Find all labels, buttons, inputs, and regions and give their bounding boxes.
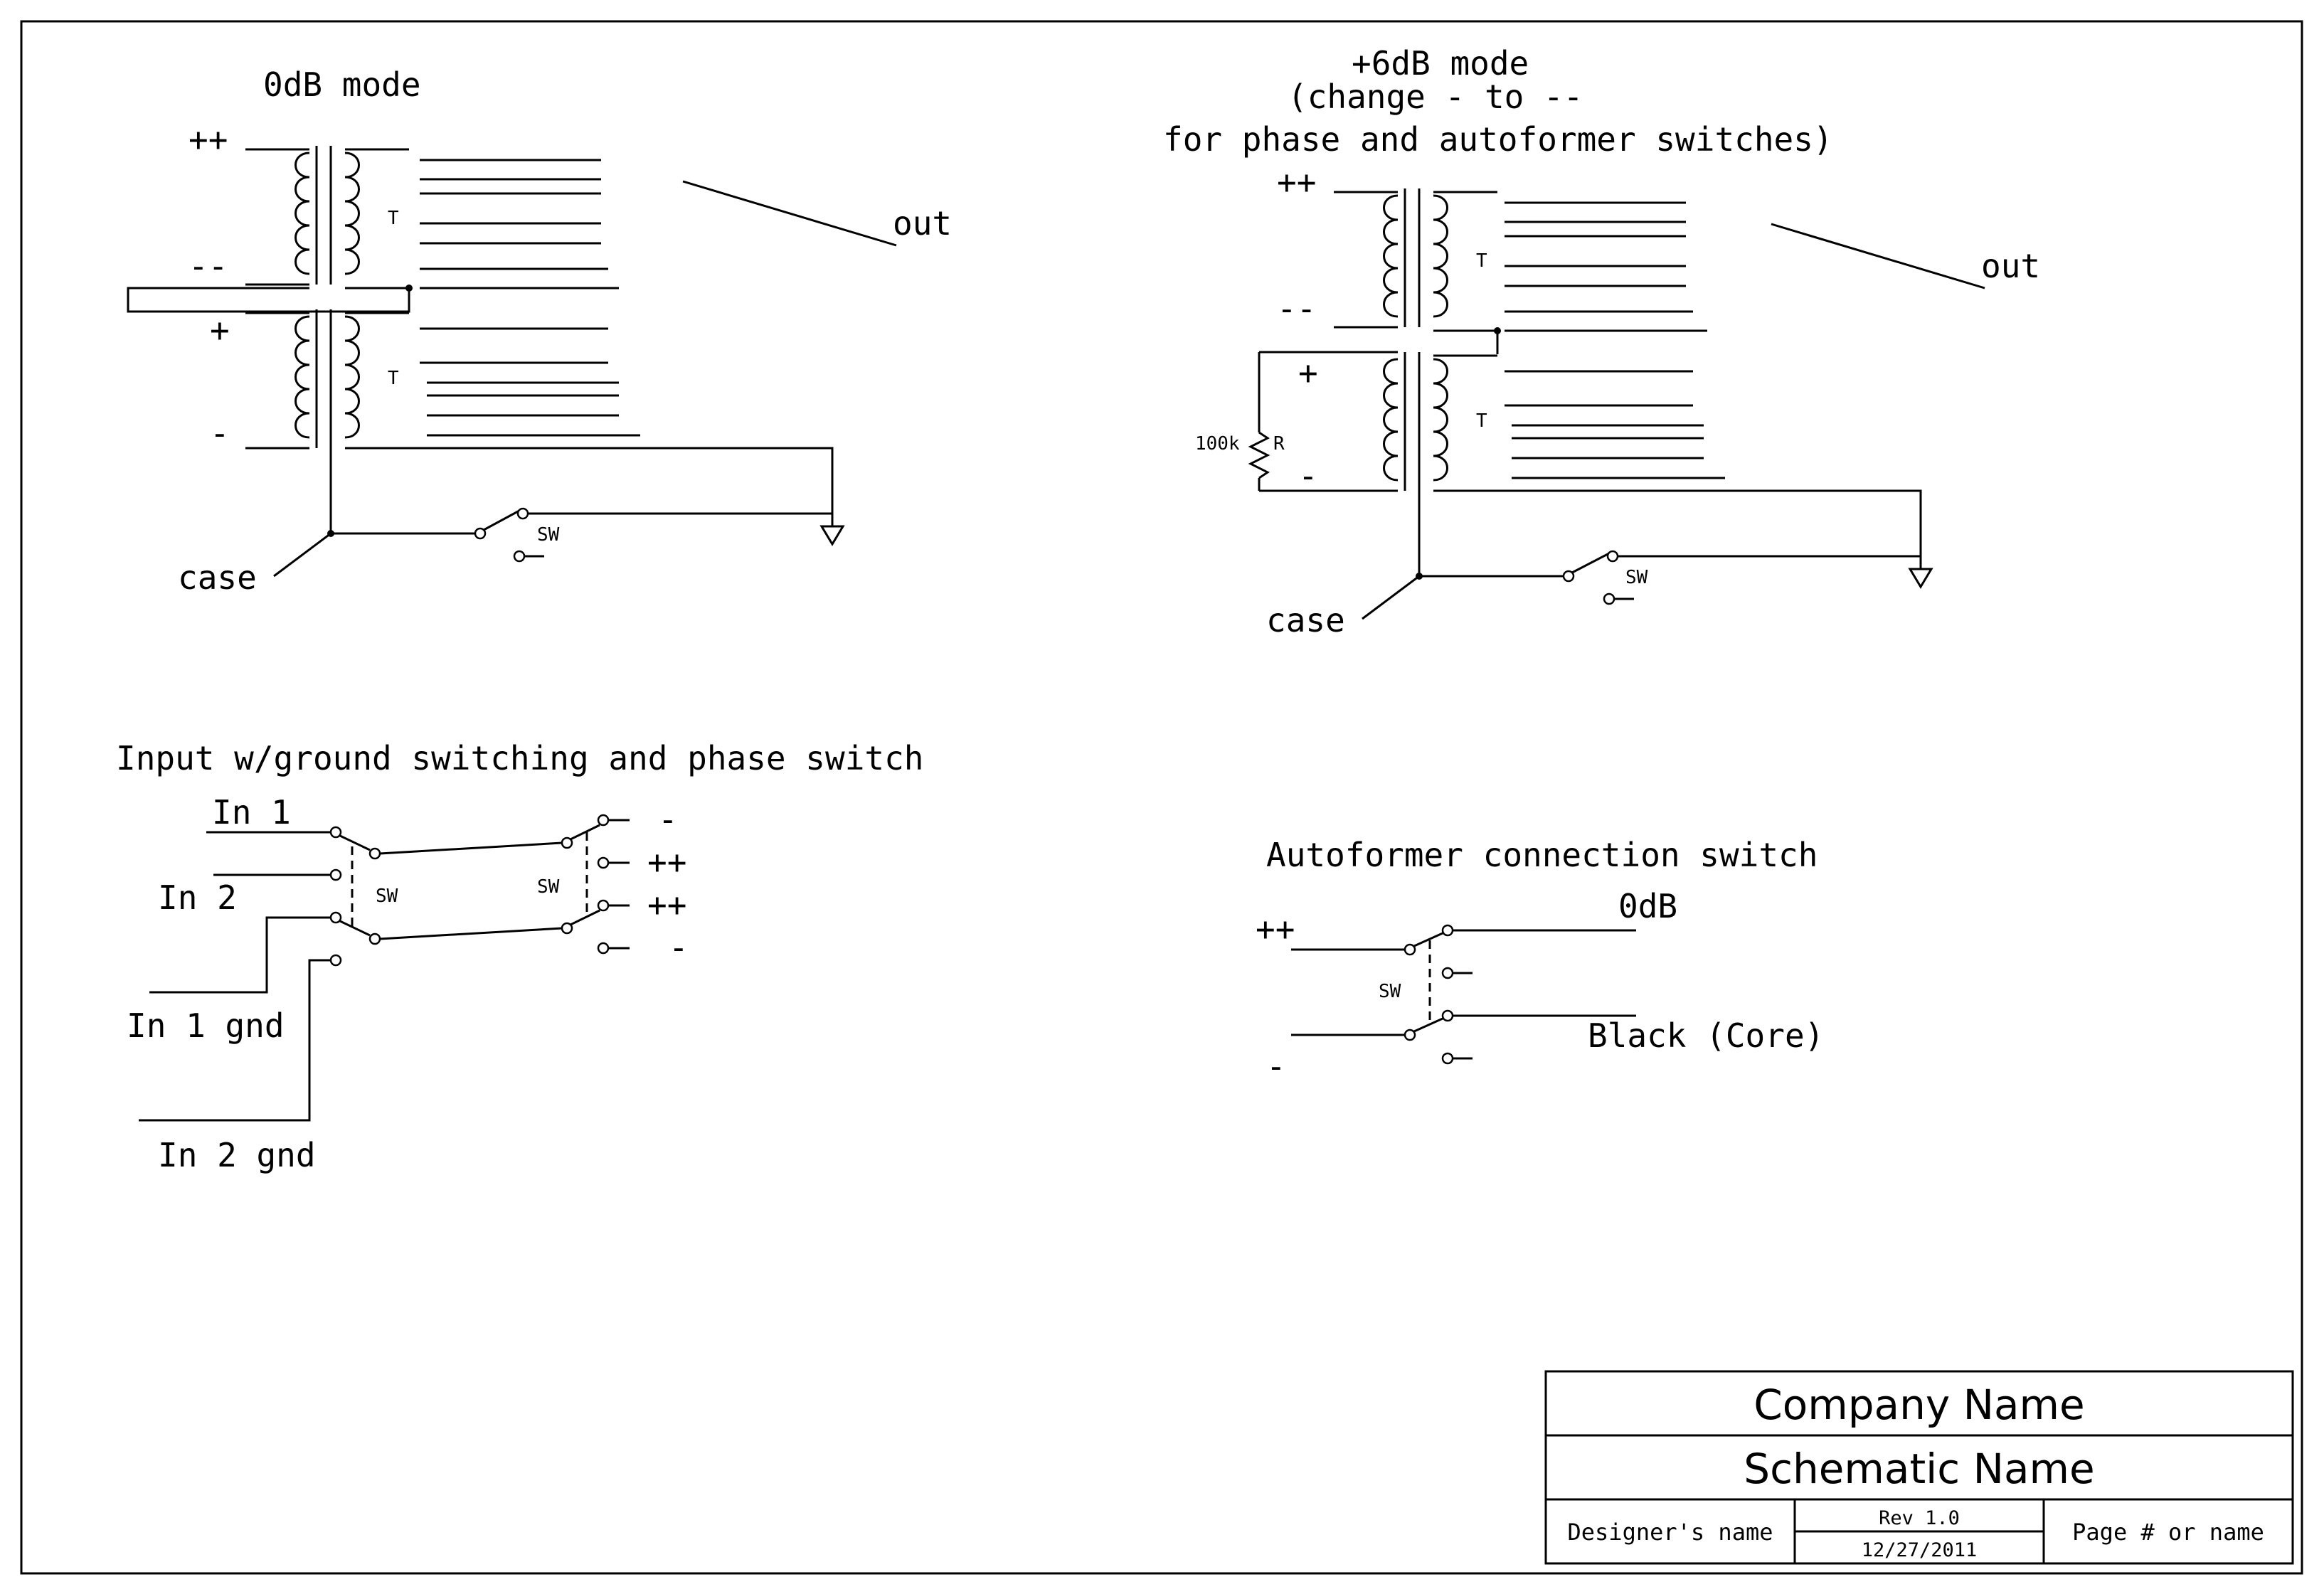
input-in1-gnd-label: In 1 gnd — [127, 1006, 285, 1045]
zero-db-title: 0dB mode — [263, 65, 421, 104]
input-switching-diagram: Input w/ground switching and phase switc… — [116, 739, 923, 1174]
title-block-rev: Rev 1.0 — [1879, 1507, 1960, 1529]
autoformer-0db-label: 0dB — [1618, 887, 1677, 925]
title-block-page: Page # or name — [2072, 1519, 2264, 1546]
six-db-mode-diagram: +6dB mode (change - to -- for phase and … — [1163, 44, 2040, 639]
zero-db-mm-label: -- — [189, 247, 228, 285]
six-db-p-label: + — [1298, 354, 1318, 392]
six-db-title-line1: +6dB mode — [1352, 44, 1529, 83]
six-db-resistor: 100k R — [1195, 352, 1285, 491]
sheet-border — [20, 20, 2303, 1575]
input-in1-label: In 1 — [212, 793, 291, 831]
zero-db-t1-ref: T — [388, 208, 399, 229]
six-db-t1-ref: T — [1476, 250, 1487, 272]
autoformer-pp-label: ++ — [1256, 910, 1295, 948]
title-block-company: Company Name — [1753, 1381, 2084, 1429]
six-db-resistor-ref: R — [1273, 433, 1285, 455]
six-db-out-label: out — [1981, 247, 2040, 285]
autoformer-sw-ref: SW — [1379, 981, 1401, 1002]
autoformer-title: Autoformer connection switch — [1266, 836, 1818, 874]
autoformer-switch-diagram: Autoformer connection switch ++ - 0dB Bl… — [1256, 836, 1824, 1085]
input-out4-label: - — [669, 928, 689, 967]
zero-db-t2-ref: T — [388, 368, 399, 389]
six-db-title-line3: for phase and autoformer switches) — [1163, 120, 1833, 159]
input-in2-label: In 2 — [158, 878, 237, 917]
zero-db-out-label: out — [893, 204, 952, 243]
title-block-date: 12/27/2011 — [1862, 1539, 1978, 1561]
six-db-m-label: - — [1298, 457, 1318, 495]
six-db-case-label: case — [1266, 601, 1345, 639]
zero-db-pp-label: ++ — [189, 120, 228, 159]
zero-db-transformer-lower: T — [245, 309, 409, 450]
autoformer-m-label: - — [1266, 1047, 1286, 1085]
zero-db-sw-ref: SW — [537, 524, 560, 546]
zero-db-m-label: - — [210, 414, 230, 452]
title-block-designer: Designer's name — [1568, 1519, 1773, 1546]
six-db-transformer-upper: T — [1334, 188, 1497, 332]
six-db-transformer-lower: T — [1259, 351, 1497, 492]
zero-db-transformer-upper: T — [245, 146, 409, 289]
input-out3-label: ++ — [647, 886, 686, 924]
six-db-mm-label: -- — [1277, 289, 1316, 328]
input-in2-gnd-label: In 2 gnd — [158, 1136, 316, 1174]
six-db-sw-ref: SW — [1625, 567, 1648, 588]
input-title: Input w/ground switching and phase switc… — [116, 739, 923, 777]
autoformer-black-label: Black (Core) — [1588, 1016, 1824, 1055]
input-sw2-ref: SW — [537, 876, 560, 898]
six-db-title-line2: (change - to -- — [1288, 78, 1583, 116]
input-out2-label: ++ — [647, 843, 686, 881]
input-out1-label: - — [658, 800, 678, 839]
input-sw1-ref: SW — [376, 886, 398, 907]
six-db-t2-ref: T — [1476, 410, 1487, 432]
six-db-resistor-value: 100k — [1195, 433, 1240, 455]
title-block-schematic: Schematic Name — [1744, 1445, 2094, 1493]
title-block: Company Name Schematic Name Designer's n… — [1544, 1370, 2294, 1565]
six-db-output-bus — [1505, 201, 1725, 479]
zero-db-case-label: case — [178, 558, 257, 597]
six-db-pp-label: ++ — [1277, 163, 1316, 201]
zero-db-p-label: + — [210, 311, 230, 349]
zero-db-output-bus — [420, 159, 640, 437]
zero-db-mode-diagram: 0dB mode ++ -- + - T T — [127, 65, 952, 597]
